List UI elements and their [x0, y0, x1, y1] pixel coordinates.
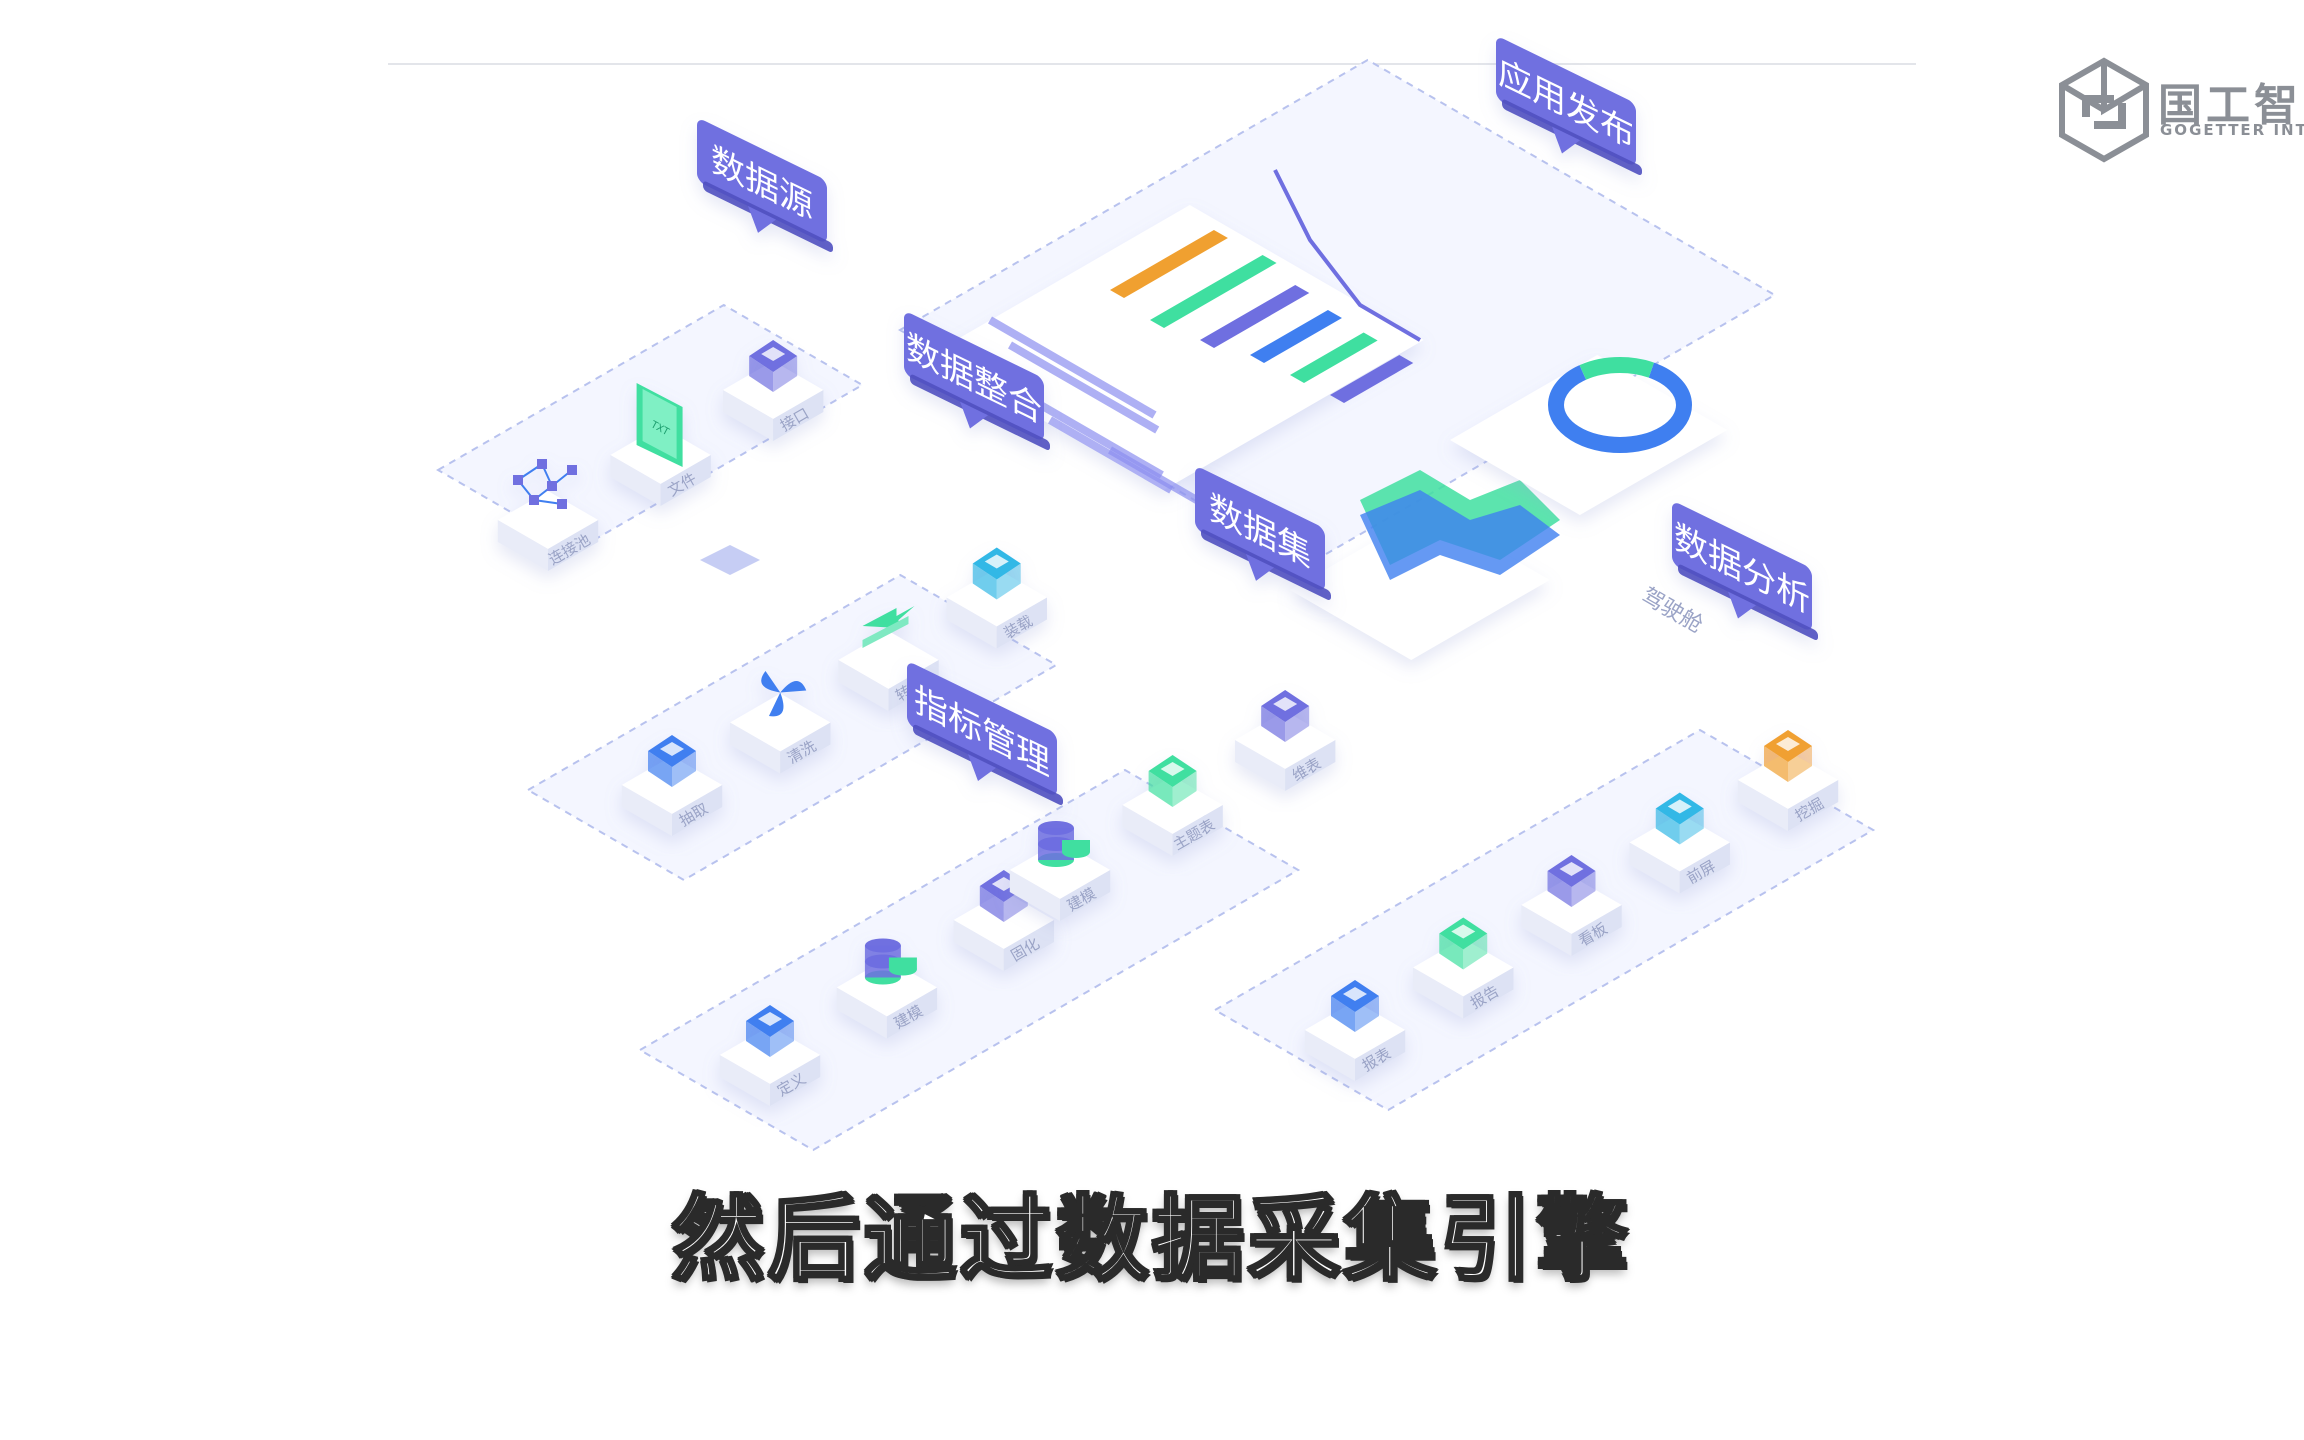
- module-tile: 接口: [722, 340, 824, 441]
- module-tile: 前屏: [1629, 792, 1730, 894]
- tile-side-left: [1413, 967, 1464, 1019]
- area-chart-fill-2: [1360, 490, 1560, 580]
- callout-bubble: 数据整合: [904, 313, 1050, 450]
- tile-side-right: [1060, 870, 1111, 921]
- tile-side-left: [1629, 842, 1680, 894]
- api-cubes-icon: [749, 340, 798, 392]
- bar-chart-bar: [1290, 332, 1378, 383]
- tile-side-left: [722, 390, 774, 441]
- logo-cube-icon: [2059, 57, 2149, 163]
- module-tile: 建模: [836, 938, 938, 1039]
- tile-side-left: [946, 597, 997, 649]
- grid-icon: [1148, 755, 1197, 807]
- tile-side-left: [1009, 870, 1060, 921]
- card-icon: [746, 1005, 794, 1057]
- module-tile: 建模: [1009, 821, 1111, 921]
- module-tile: 报表: [1304, 980, 1406, 1081]
- tile-side-right: [1355, 1030, 1406, 1081]
- donut-chart-ring: [1548, 357, 1692, 453]
- folder-icon: [648, 735, 696, 787]
- tile-side-right: [1003, 920, 1055, 971]
- tile-side-left: [1304, 1030, 1355, 1081]
- screen-icon: [1655, 792, 1704, 845]
- text-line: [1047, 416, 1174, 494]
- callout-data-integration: 数据整合: [904, 313, 1050, 450]
- tile-side-left: [838, 660, 889, 711]
- network-icon: [513, 459, 577, 509]
- tile-side-left: [497, 520, 548, 571]
- tile-side-right: [773, 390, 824, 441]
- tile-side-right: [996, 597, 1047, 649]
- tile-side-left: [1234, 740, 1286, 791]
- tile-side-right: [1172, 805, 1223, 856]
- fan-icon: [761, 670, 807, 717]
- bar-chart-bar: [1330, 355, 1414, 403]
- box-icon: [972, 547, 1021, 600]
- top-divider: [388, 63, 1916, 65]
- tile-side-right: [1463, 967, 1514, 1019]
- module-tile: 挖掘: [1737, 730, 1839, 831]
- tile-side-left: [836, 987, 887, 1039]
- tile-side-left: [1122, 805, 1173, 856]
- tile-side-right: [1679, 842, 1730, 894]
- text-line: [987, 316, 1157, 419]
- chevron-down-icon: [700, 545, 760, 575]
- bar-chart-bar: [1110, 230, 1228, 298]
- module-tile: 报告: [1413, 917, 1514, 1019]
- tile-side-right: [770, 1055, 821, 1106]
- tile-side-left: [1521, 905, 1572, 956]
- tile-side-left: [730, 722, 781, 774]
- module-tile: 看板: [1521, 855, 1622, 956]
- txt-file-icon: TXT: [636, 383, 683, 467]
- module-tile: 定义: [719, 1005, 821, 1106]
- tile-side-right: [548, 520, 599, 571]
- document-icon: [1439, 917, 1488, 970]
- tile-side-right: [780, 722, 831, 774]
- mining-icon: [1764, 730, 1812, 782]
- report-icon: [1331, 980, 1379, 1032]
- tile-side-right: [1788, 780, 1839, 831]
- video-subtitle: 然后通过数据采集引擎: [670, 1185, 1632, 1295]
- database-icon: [1038, 821, 1090, 867]
- tile-side-right: [660, 455, 711, 506]
- module-tile: 装载: [946, 547, 1047, 649]
- tile-side-left: [621, 785, 672, 836]
- brand-logo: 国工智 GOGETTER INTELL: [2054, 55, 2304, 165]
- text-line: [1007, 341, 1160, 434]
- donut-chart-segment: [1548, 357, 1692, 453]
- bar-chart-bar: [1150, 255, 1277, 328]
- dashboard-platform: 驾驶舱: [898, 58, 1777, 660]
- module-tile: 维表: [1234, 690, 1336, 791]
- tile-side-right: [1571, 905, 1622, 956]
- tile-side-left: [953, 920, 1004, 971]
- callout-bubble: 数据源: [697, 120, 833, 252]
- tile-side-left: [610, 455, 661, 506]
- tile-side-right: [1285, 740, 1336, 791]
- logo-name-cn: 国工智: [2158, 80, 2302, 131]
- module-tile: 清洗: [730, 670, 831, 774]
- swap-arrows-icon: [862, 606, 915, 648]
- tile-side-right: [886, 987, 938, 1039]
- bar-chart-bar: [1250, 310, 1342, 363]
- callout-data-source: 数据源: [697, 120, 833, 252]
- bar-chart-bar: [1200, 285, 1310, 348]
- tile-side-left: [1737, 780, 1788, 831]
- trend-line: [1273, 169, 1422, 342]
- tile-side-left: [719, 1055, 770, 1106]
- database-icon: [864, 938, 917, 985]
- tile-side-right: [672, 785, 723, 836]
- dashboard-label: 驾驶舱: [1637, 584, 1707, 639]
- board-icon: [1547, 855, 1596, 907]
- logo-name-en: GOGETTER INTELL: [2160, 121, 2304, 139]
- module-tile: 抽取: [621, 735, 723, 836]
- table-icon: [1261, 690, 1310, 742]
- module-tile: 主题表: [1122, 755, 1223, 856]
